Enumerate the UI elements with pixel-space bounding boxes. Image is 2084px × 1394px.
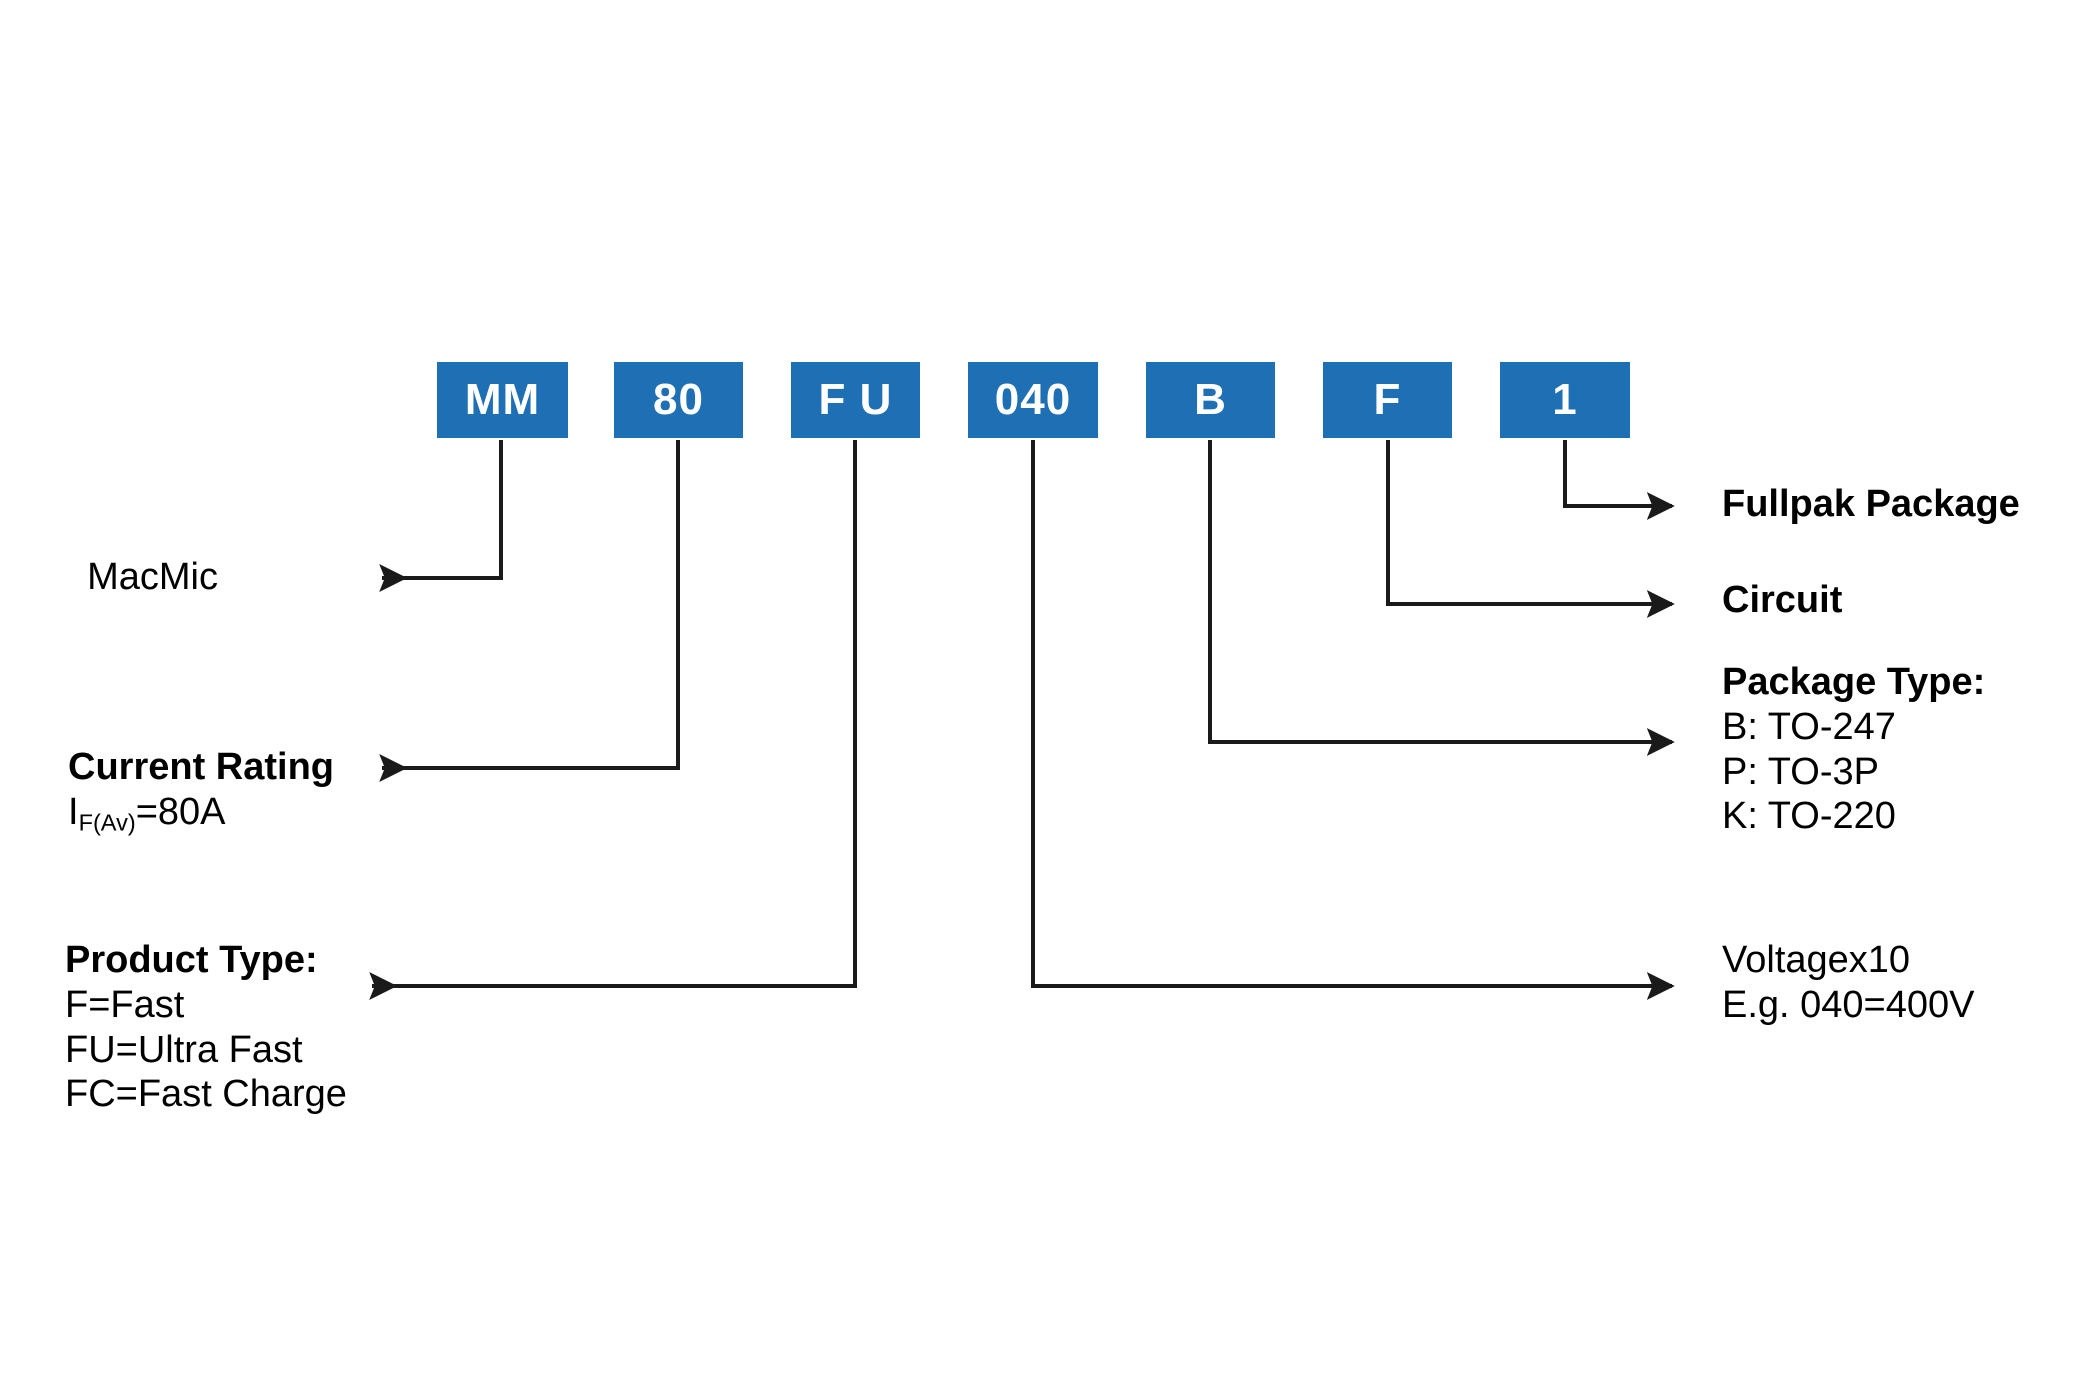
annotation-voltage-heading: Voltagex10 (1722, 939, 1911, 981)
code-box-product-type-label: F U (818, 375, 893, 424)
annotation-voltage-line-1: E.g. 040=400V (1722, 983, 1975, 1026)
leader-fullpak (1563, 440, 1675, 520)
code-box-package-type[interactable]: B (1146, 362, 1275, 438)
current-symbol: I (68, 790, 79, 833)
annotation-product-type-line-2: FU=Ultra Fast (65, 1028, 303, 1071)
current-symbol-subscript: F(Av) (78, 809, 136, 836)
code-box-circuit[interactable]: F (1323, 362, 1452, 438)
annotation-product-type: Product Type: F=Fast FU=Ultra Fast FC=Fa… (65, 938, 347, 1117)
annotation-fullpak-package: Fullpak Package (1722, 482, 2020, 527)
annotation-package-type-line-2: P: TO-3P (1722, 750, 1879, 793)
current-value: =80A (135, 790, 226, 833)
code-box-voltage-label: 040 (994, 375, 1072, 424)
leader-package-type (1208, 440, 1675, 756)
annotation-voltage: Voltagex10 E.g. 040=400V (1722, 938, 1975, 1028)
leader-voltage (1031, 440, 1675, 1000)
code-box-fullpak[interactable]: 1 (1500, 362, 1630, 438)
annotation-current-rating-heading: Current Rating (68, 746, 334, 788)
code-box-brand-label: MM (464, 375, 541, 424)
code-box-brand[interactable]: MM (437, 362, 568, 438)
leader-product-type (369, 440, 857, 1000)
leader-circuit (1386, 440, 1675, 618)
annotation-product-type-line-3: FC=Fast Charge (65, 1073, 347, 1116)
annotation-current-rating: Current Rating IF(Av)=80A (68, 745, 334, 837)
code-box-product-type[interactable]: F U (791, 362, 920, 438)
annotation-brand: MacMic (87, 555, 218, 600)
annotation-circuit: Circuit (1722, 578, 1842, 623)
annotation-package-type-heading: Package Type: (1722, 661, 1986, 703)
code-box-voltage[interactable]: 040 (968, 362, 1098, 438)
code-box-current[interactable]: 80 (614, 362, 743, 438)
annotation-package-type-line-3: K: TO-220 (1722, 795, 1896, 838)
code-box-package-type-label: B (1194, 375, 1227, 424)
annotation-brand-heading: MacMic (87, 556, 218, 598)
annotation-current-rating-value: IF(Av)=80A (68, 790, 334, 837)
annotation-circuit-heading: Circuit (1722, 579, 1843, 621)
leader-current-rating (379, 440, 680, 782)
annotation-product-type-line-1: F=Fast (65, 983, 185, 1026)
annotation-package-type-line-1: B: TO-247 (1722, 705, 1896, 748)
leader-brand (379, 440, 503, 592)
code-box-current-label: 80 (653, 375, 704, 424)
annotation-package-type: Package Type: B: TO-247 P: TO-3P K: TO-2… (1722, 660, 1985, 839)
code-box-circuit-label: F (1373, 375, 1402, 424)
code-box-fullpak-label: 1 (1552, 375, 1578, 424)
annotation-fullpak-package-heading: Fullpak Package (1722, 483, 2020, 525)
annotation-product-type-heading: Product Type: (65, 939, 318, 981)
